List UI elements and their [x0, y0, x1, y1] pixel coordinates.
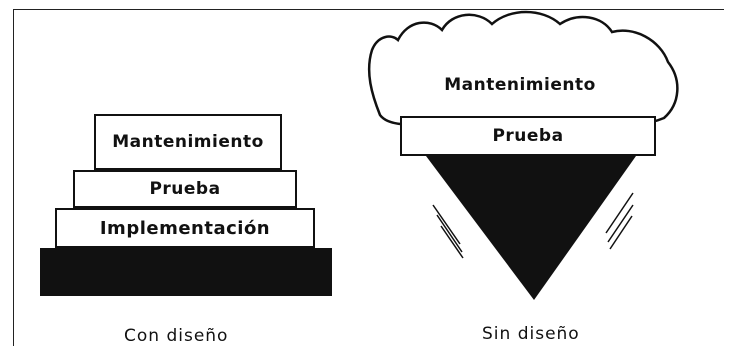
- figure-frame: [13, 9, 724, 346]
- left-level-maintenance: Mantenimiento: [94, 114, 282, 170]
- left-level-implementation: Implementación: [55, 208, 315, 248]
- left-base-block: [40, 248, 332, 296]
- left-caption: Con diseño: [124, 326, 229, 346]
- inverted-triangle: [426, 156, 636, 300]
- motion-lines-right: [605, 192, 634, 250]
- right-level-maintenance-label: Mantenimiento: [444, 75, 596, 95]
- left-level-implementation-label: Implementación: [99, 217, 271, 239]
- right-level-maintenance: Mantenimiento: [420, 65, 620, 105]
- right-level-testing: Prueba: [400, 116, 656, 156]
- left-level-maintenance-label: Mantenimiento: [112, 132, 264, 152]
- right-caption: Sin diseño: [482, 324, 580, 344]
- left-level-testing: Prueba: [73, 170, 297, 208]
- right-level-testing-label: Prueba: [492, 126, 564, 146]
- motion-lines-left: [432, 204, 464, 259]
- left-level-testing-label: Prueba: [149, 179, 221, 199]
